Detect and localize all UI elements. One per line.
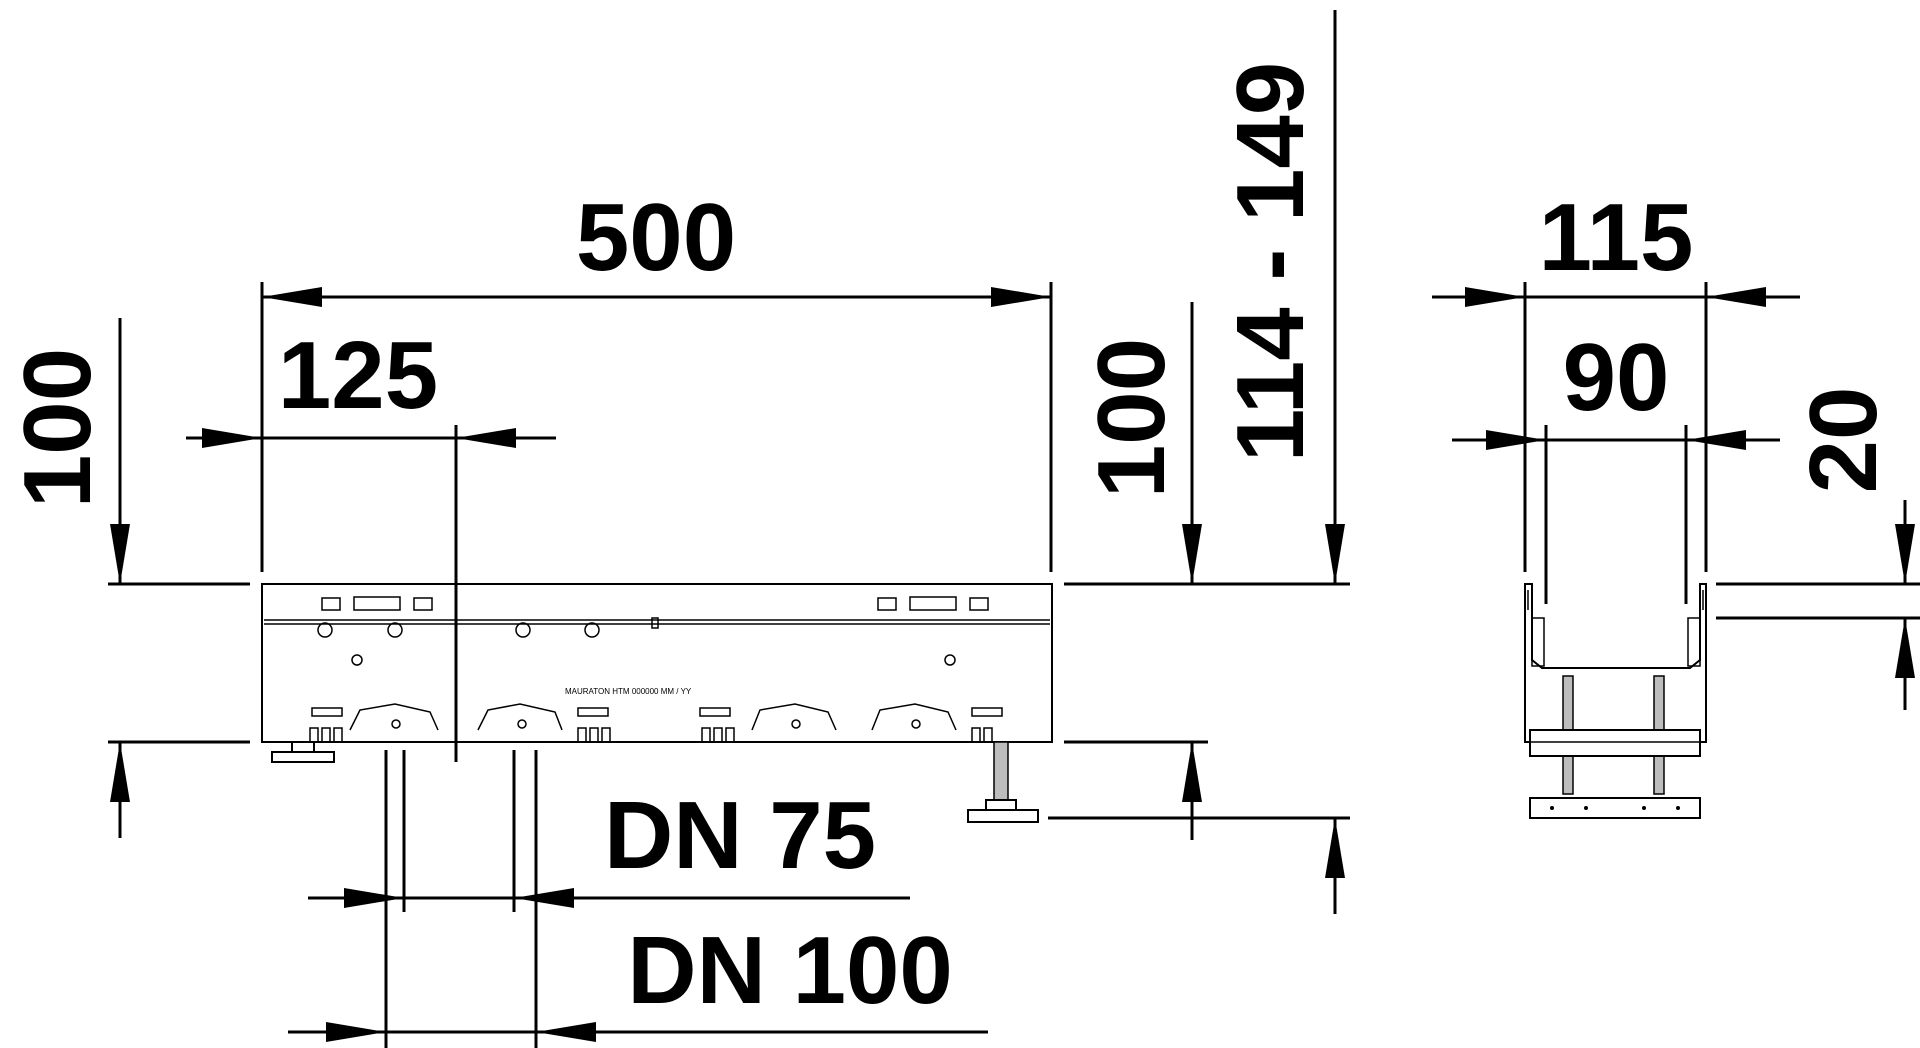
right-foot [967, 741, 1039, 823]
upper-plate [1529, 729, 1701, 757]
dim-90-label: 90 [1563, 324, 1670, 431]
left-foot [271, 741, 335, 763]
dn75-label: DN 75 [604, 782, 876, 889]
side-view [1524, 583, 1707, 819]
holes [317, 617, 956, 666]
channel-marking: MAURATON HTM 000000 MM / YY [565, 687, 692, 696]
dim-20-label: 20 [1790, 387, 1897, 494]
dn100-label: DN 100 [627, 917, 953, 1024]
dim-100-left-label: 100 [4, 348, 111, 508]
front-view: MAURATON HTM 000000 MM / YY [261, 583, 1053, 823]
front-dimensions: 500 125 100 100 114 - 149 DN 75 [4, 10, 1350, 1048]
dim-125-label: 125 [278, 322, 438, 429]
dim-114-149-label: 114 - 149 [1217, 62, 1324, 462]
outlet-details [309, 703, 1003, 743]
channel-profile [1524, 583, 1707, 743]
lower-plate [1529, 797, 1701, 819]
top-slots [321, 596, 989, 611]
dim-100-right-label: 100 [1078, 338, 1185, 498]
channel-body [261, 583, 1053, 743]
side-dimensions: 115 90 20 [1432, 184, 1920, 710]
dim-115-label: 115 [1539, 184, 1694, 291]
dim-500-label: 500 [576, 184, 736, 291]
